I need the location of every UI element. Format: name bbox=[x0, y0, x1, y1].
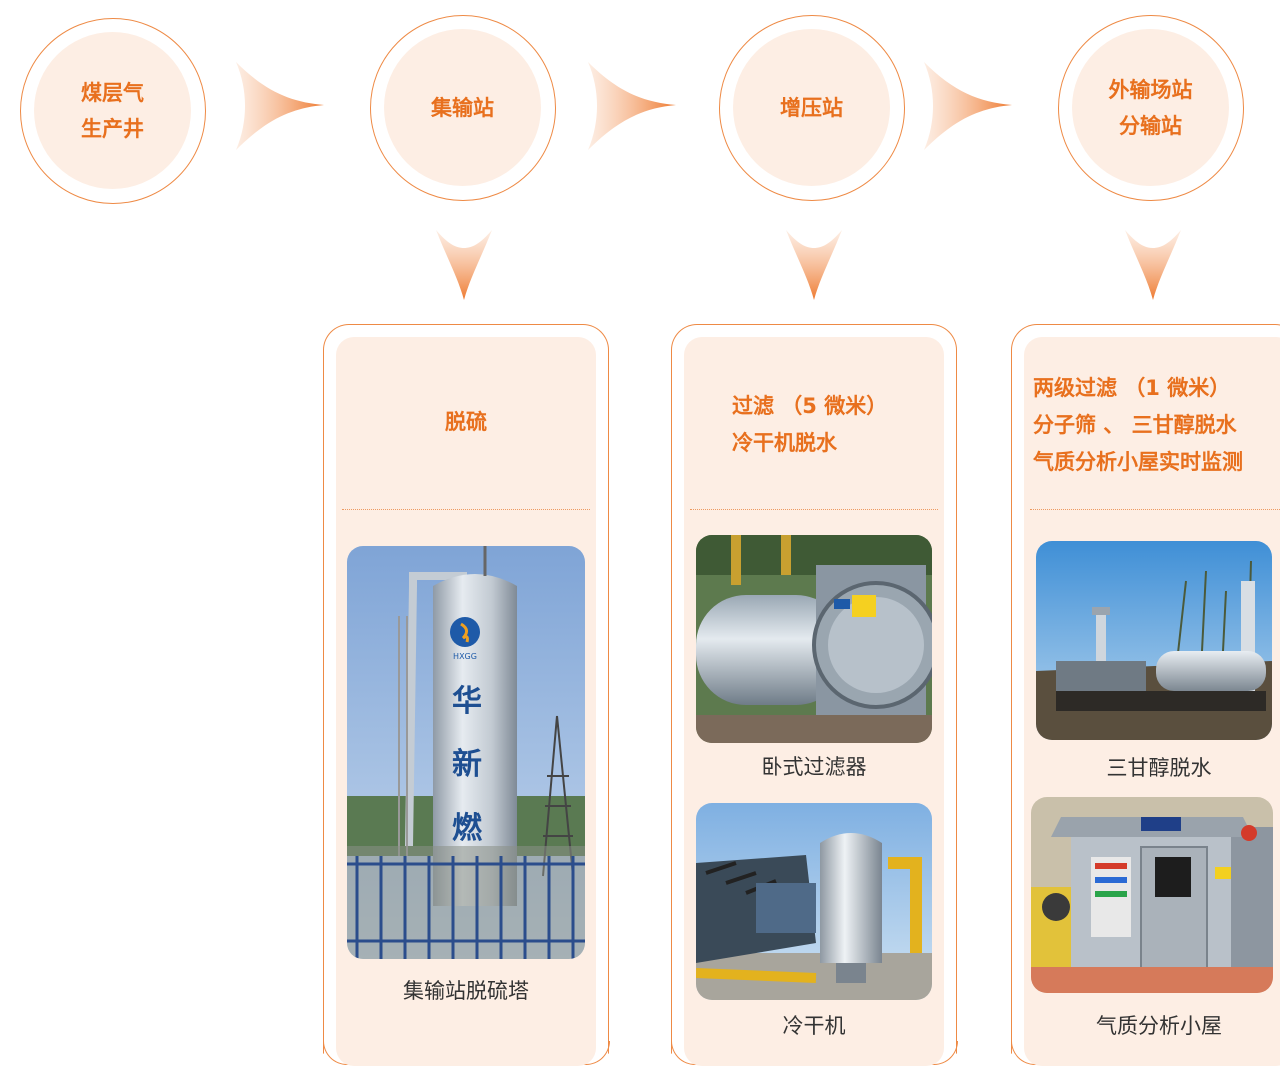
card-heading: 两级过滤 （1 微米） 分子筛 、 三甘醇脱水 气质分析小屋实时监测 bbox=[1033, 376, 1243, 474]
photo-caption: 集输站脱硫塔 bbox=[403, 979, 529, 1003]
arrow-down-icon bbox=[436, 230, 492, 300]
arrow-down-icon bbox=[1125, 230, 1181, 300]
tower-char: 燃 bbox=[452, 811, 483, 846]
photo-caption: 冷干机 bbox=[782, 1014, 846, 1038]
node-booster-station: 增压站 bbox=[719, 15, 905, 201]
node-label: 增压站 bbox=[780, 95, 843, 120]
node-export-station: 外输场站 分输站 bbox=[1058, 15, 1244, 201]
gas-analysis-house-photo bbox=[1031, 797, 1273, 993]
photo-caption: 卧式过滤器 bbox=[761, 755, 867, 779]
desulfurization-tower-photo: HXGG 华 新 燃 bbox=[347, 546, 585, 959]
teg-dehydration-photo bbox=[1036, 541, 1272, 740]
arrow-right-icon bbox=[236, 62, 324, 150]
card-divider bbox=[1030, 509, 1280, 510]
photo-caption: 三甘醇脱水 bbox=[1106, 756, 1212, 780]
arrow-down-icon bbox=[786, 230, 842, 300]
tower-char: 华 bbox=[452, 684, 482, 719]
card-heading: 脱硫 bbox=[445, 410, 487, 434]
tower-brand: HXGG bbox=[453, 652, 477, 661]
node-label: 集输站 bbox=[431, 95, 494, 120]
node-gathering-station: 集输站 bbox=[370, 15, 556, 201]
arrow-right-icon bbox=[588, 62, 676, 150]
arrow-right-icon bbox=[924, 62, 1012, 150]
photo-caption: 气质分析小屋 bbox=[1096, 1014, 1222, 1038]
horizontal-filter-photo bbox=[696, 535, 932, 743]
node-coalbed-well: 煤层气 生产井 bbox=[20, 18, 206, 204]
cold-dryer-photo bbox=[696, 803, 932, 1000]
node-label: 煤层气 生产井 bbox=[81, 80, 144, 141]
card-divider bbox=[342, 509, 590, 510]
card-heading: 过滤 （5 微米） 冷干机脱水 bbox=[732, 394, 888, 455]
card-divider bbox=[690, 509, 938, 510]
node-label: 外输场站 分输站 bbox=[1108, 77, 1193, 138]
tower-char: 新 bbox=[452, 747, 482, 782]
